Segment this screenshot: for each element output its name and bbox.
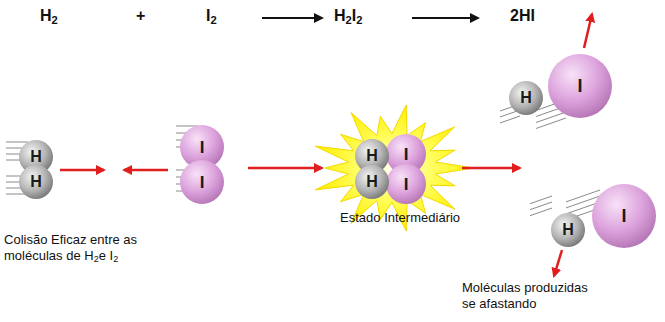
subscript: 2 — [52, 14, 58, 26]
motion-line — [530, 202, 552, 210]
atom-symbol: I — [200, 139, 205, 156]
reaction-arrow — [262, 17, 322, 19]
hydrogen-atom: H — [509, 81, 543, 115]
subscript: 2 — [210, 14, 216, 26]
hydrogen-atom: H — [355, 165, 389, 199]
atom-symbol: I — [621, 207, 626, 225]
subscript: 2 — [346, 14, 352, 26]
atom-symbol: I — [404, 176, 409, 193]
atom-symbol: H — [366, 174, 378, 190]
atom-symbol: H — [366, 148, 378, 164]
iodine-atom: I — [592, 184, 656, 248]
formula-term: H2I2 — [334, 6, 362, 25]
motion-arrow — [248, 167, 322, 170]
starburst — [315, 105, 474, 231]
reaction-arrow — [412, 17, 478, 19]
caption-text: Colisão Eficaz entre as moléculas de H2e… — [4, 232, 154, 263]
hydrogen-atom: H — [19, 165, 53, 199]
atom-symbol: I — [200, 174, 205, 191]
formula-term: I2 — [206, 6, 217, 25]
motion-arrow — [462, 167, 520, 170]
motion-line — [530, 208, 552, 216]
atom-symbol: H — [562, 222, 574, 238]
state-label: Estado Intermediário — [340, 210, 460, 226]
subscript: 2 — [94, 254, 99, 264]
motion-line — [536, 118, 566, 129]
motion-line — [6, 142, 28, 143]
motion-line — [500, 116, 520, 123]
motion-arrow — [554, 250, 562, 276]
subscript: 2 — [113, 254, 118, 264]
plus-sign: + — [136, 6, 145, 25]
motion-lines — [6, 100, 600, 220]
iodine-atom: I — [548, 54, 612, 118]
formula-term: H2 — [40, 6, 58, 25]
atom-symbol: I — [404, 146, 409, 163]
formula-term: 2HI — [510, 6, 535, 25]
atom-symbol: I — [577, 77, 582, 95]
iodine-atom: I — [386, 164, 426, 204]
motion-arrow — [124, 169, 168, 172]
atom-symbol: H — [520, 90, 532, 106]
motion-arrow — [60, 169, 104, 172]
caption-text: Moléculas produzidas se afastando — [462, 280, 602, 311]
arrows — [60, 14, 592, 276]
iodine-atom: I — [180, 160, 224, 204]
motion-arrow — [584, 14, 592, 48]
motion-line — [530, 196, 552, 204]
subscript: 2 — [356, 14, 362, 26]
hydrogen-atom: H — [551, 213, 585, 247]
motion-line — [536, 112, 566, 123]
atom-symbol: H — [30, 149, 42, 165]
atom-symbol: H — [30, 174, 42, 190]
